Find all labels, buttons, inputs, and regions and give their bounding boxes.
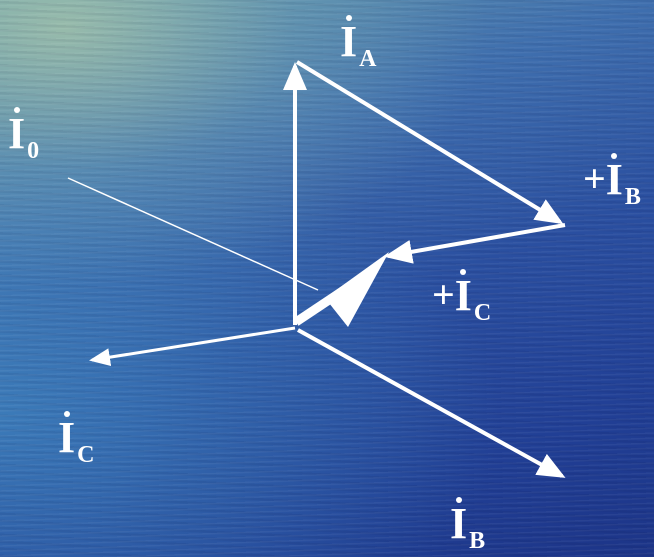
label-i0-symbol: I — [8, 109, 26, 158]
label-ic-sub: C — [77, 442, 95, 468]
label-ic-plus-sign: + — [432, 272, 455, 317]
vector-ib — [297, 328, 566, 478]
label-ic-plus: +IC — [432, 269, 491, 325]
label-ic-plus-sub: C — [473, 300, 492, 326]
label-ic-plus-symbol: I — [454, 271, 472, 320]
vector-ib-plus — [295, 60, 564, 225]
dot-accent-icon — [455, 497, 462, 503]
label-ia-sub: A — [359, 46, 377, 72]
vector-i0-arrowhead — [325, 252, 389, 327]
label-ic: IC — [58, 411, 94, 467]
dot-accent-icon — [345, 15, 352, 21]
vector-ic-plus — [384, 223, 566, 264]
dot-accent-icon — [63, 411, 70, 417]
label-ib: IB — [450, 497, 485, 553]
label-ia: IA — [340, 15, 376, 71]
dot-accent-icon — [13, 107, 20, 113]
label-i0: I0 — [8, 107, 39, 163]
label-ib-plus-symbol: I — [605, 155, 623, 204]
label-ib-sub: B — [469, 528, 486, 554]
label-i0-sub: 0 — [27, 138, 40, 164]
label-ib-symbol: I — [450, 499, 468, 548]
vector-ic — [89, 326, 296, 367]
dot-accent-icon — [611, 153, 618, 159]
dot-accent-icon — [460, 269, 467, 275]
i0-pointer-line — [67, 177, 319, 291]
label-ib-plus-sub: B — [624, 184, 641, 210]
label-ib-plus: +IB — [583, 153, 641, 209]
label-ia-symbol: I — [340, 17, 358, 66]
label-ib-plus-sign: + — [583, 156, 606, 201]
label-ic-symbol: I — [58, 413, 76, 462]
